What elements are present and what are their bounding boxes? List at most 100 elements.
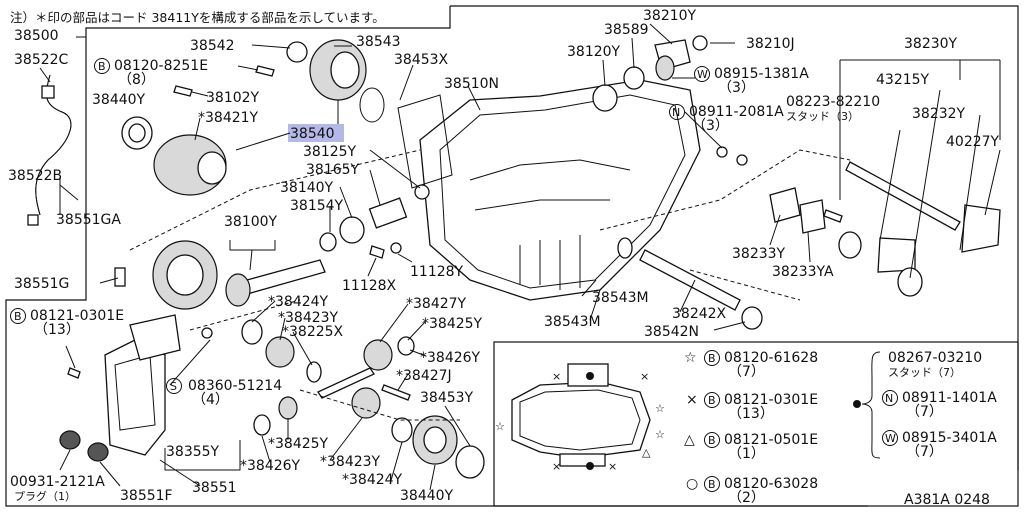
label-plug1: プラグ（1）	[14, 489, 76, 503]
svg-text:☆: ☆	[655, 402, 665, 415]
label-38230Y: 38230Y	[904, 36, 958, 52]
label-38424Y-a: *38424Y	[268, 294, 329, 310]
svg-text:☆: ☆	[495, 420, 505, 433]
label-08121-0301E: 08121-0301E	[30, 308, 124, 324]
label-08360-51214: 08360-51214	[188, 378, 282, 394]
label-38453Y: 38453Y	[420, 390, 474, 406]
b-circle-icon	[704, 476, 720, 492]
label-38543-top: 38543	[356, 34, 401, 50]
b-circle-icon	[94, 58, 110, 74]
legend-cross-qty: （13）	[728, 406, 774, 422]
label-stud3: スタッド（3）	[786, 110, 859, 123]
svg-text:☆: ☆	[655, 428, 665, 441]
label-38551G: 38551G	[14, 276, 69, 292]
label-43215Y: 43215Y	[876, 72, 930, 88]
label-38423Y-a: *38423Y	[278, 310, 339, 326]
circle-symbol: ○	[686, 476, 698, 492]
label-38427J: *38427J	[396, 368, 452, 384]
note-text: 注）＊印の部品はコード 38411Yを構成する部品を示しています。	[10, 10, 385, 25]
label-38522B: 38522B	[8, 168, 62, 184]
label-38522C: 38522C	[14, 52, 69, 68]
qty-08911-2081A: （3）	[692, 118, 729, 134]
label-38120Y: 38120Y	[567, 44, 621, 60]
label-38225X: *38225X	[282, 324, 344, 340]
svg-text:×: ×	[552, 370, 561, 383]
label-00931-2121A: 00931-2121A	[10, 474, 105, 490]
legend-schematic: × × × × ☆ ☆ ☆ △	[495, 363, 665, 473]
label-38551: 38551	[192, 480, 237, 496]
legend-group-n-qty: （7）	[906, 404, 943, 420]
label-38233YA: 38233YA	[772, 264, 834, 280]
s-prefix: S	[170, 380, 177, 393]
label-38426Y-b: *38426Y	[240, 458, 301, 474]
label-38242X: 38242X	[672, 306, 727, 322]
b-circle-icon	[704, 350, 720, 366]
qty-08915-1381A: （3）	[718, 80, 755, 96]
qty-08360-51214: （4）	[192, 392, 229, 408]
qty-08120-8251E: （8）	[118, 72, 155, 88]
legend-cross-code: 08121-0301E	[724, 392, 818, 408]
label-38210J: 38210J	[746, 36, 795, 52]
n-prefix: N	[672, 106, 680, 119]
legend-circle-code: 08120-63028	[724, 476, 818, 492]
label-38543M-left: 38543M	[544, 314, 601, 330]
b-prefix: B	[708, 434, 716, 447]
label-38440Y-top: 38440Y	[92, 92, 146, 108]
legend-group-w-qty: （7）	[906, 444, 943, 460]
label-38510N: 38510N	[444, 76, 499, 92]
b-circle-icon	[704, 432, 720, 448]
label-38542: 38542	[190, 38, 235, 54]
cross-symbol: ×	[686, 392, 698, 408]
label-38232Y: 38232Y	[912, 106, 966, 122]
label-38542N: 38542N	[644, 324, 699, 340]
label-38540: 38540	[290, 126, 335, 142]
b-prefix: B	[708, 394, 716, 407]
svg-text:×: ×	[552, 460, 561, 473]
label-38423Y-b: *38423Y	[320, 454, 381, 470]
label-38426Y-a: *38426Y	[420, 350, 481, 366]
b-circle-icon	[10, 308, 26, 324]
b-prefix: B	[708, 352, 716, 365]
qty-08121-0301E: （13）	[34, 322, 80, 338]
label-38125Y: 38125Y	[303, 144, 357, 160]
label-38154Y: 38154Y	[290, 198, 344, 214]
n-circle-icon	[882, 390, 898, 406]
parts	[27, 35, 1001, 479]
label-08911-2081A: 08911-2081A	[689, 104, 784, 120]
n-prefix: N	[885, 392, 893, 405]
label-11128X: 11128X	[342, 278, 397, 294]
b-circle-icon	[704, 392, 720, 408]
label-38500: 38500	[14, 28, 59, 44]
label-38453X: 38453X	[394, 52, 449, 68]
label-38425Y-b: *38425Y	[268, 436, 329, 452]
label-38440Y-bottom: 38440Y	[400, 488, 454, 504]
labels: 注）＊印の部品はコード 38411Yを構成する部品を示しています。 38500 …	[8, 8, 1000, 504]
label-38421Y: *38421Y	[198, 110, 259, 126]
label-38551F: 38551F	[120, 488, 173, 504]
triangle-symbol: △	[684, 432, 695, 448]
svg-text:×: ×	[608, 460, 617, 473]
leader-lines	[39, 23, 1001, 491]
label-38210Y: 38210Y	[643, 8, 697, 24]
w-circle-icon	[694, 66, 710, 82]
legend-group-stud-note: スタッド（7）	[888, 366, 961, 379]
legend-star-qty: （7）	[728, 364, 765, 380]
label-38551GA: 38551GA	[56, 212, 121, 228]
label-38140Y: 38140Y	[280, 180, 334, 196]
legend-circle-qty: （2）	[728, 490, 765, 506]
legend-triangle-code: 08121-0501E	[724, 432, 818, 448]
legend-group-n-code: 08911-1401A	[902, 390, 997, 406]
w-circle-icon	[882, 430, 898, 446]
b-prefix: B	[14, 310, 22, 323]
label-08223-82210: 08223-82210	[786, 94, 880, 110]
frames	[5, 5, 1019, 507]
legend: ☆ B 08120-61628 （7） × B 08121-0301E （13）…	[684, 350, 997, 506]
s-circle-icon	[166, 378, 182, 394]
legend-triangle-qty: （1）	[728, 446, 765, 462]
label-38165Y: 38165Y	[306, 162, 360, 178]
label-40227Y: 40227Y	[946, 134, 1000, 150]
label-38233Y: 38233Y	[732, 246, 786, 262]
n-circle-icon	[669, 104, 685, 120]
label-38543M-right: 38543M	[592, 290, 649, 306]
